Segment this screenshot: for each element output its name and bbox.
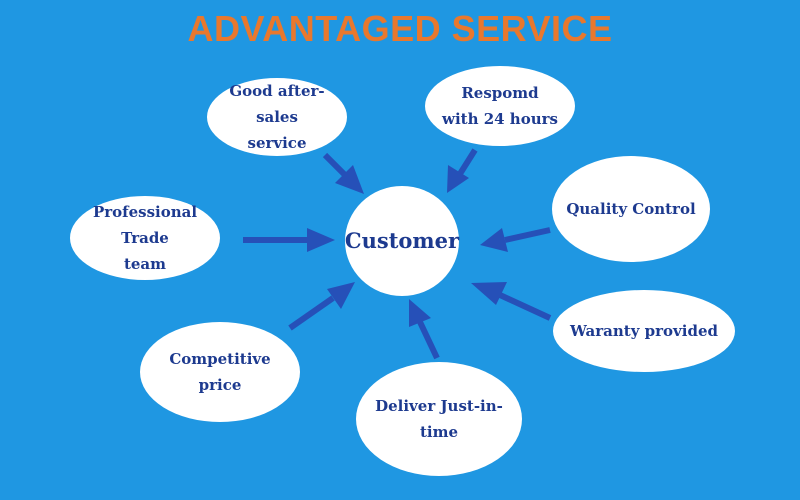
node-label: Quality Control <box>566 199 696 218</box>
arrow-respond <box>455 148 478 179</box>
node-quality-control: Quality Control <box>552 156 710 262</box>
arrowhead-professional <box>307 228 335 252</box>
node-after-sales: Good after-sales service <box>207 78 347 156</box>
arrow-warranty <box>498 292 552 321</box>
arrowhead-after-sales <box>335 165 364 194</box>
arrow-deliver <box>417 320 440 360</box>
node-label: Competitive price <box>169 349 271 394</box>
arrowhead-warranty <box>471 282 507 305</box>
node-label: Professional Trade team <box>92 202 198 274</box>
node-respond-24-hours: Respomd with 24 hours <box>425 66 575 146</box>
arrowhead-deliver <box>409 299 431 327</box>
node-label: Waranty provided <box>570 321 718 340</box>
node-warranty-provided: Waranty provided <box>553 290 735 372</box>
node-deliver-just-in-time: Deliver Just-in-time <box>356 362 522 476</box>
node-label: Respomd with 24 hours <box>442 83 558 128</box>
arrowhead-price <box>327 282 355 309</box>
node-label: Deliver Just-in-time <box>375 396 503 441</box>
node-professional-trade-team: Professional Trade team <box>70 196 220 280</box>
node-competitive-price: Competitive price <box>140 322 300 422</box>
arrow-price <box>288 295 335 331</box>
node-label: Good after-sales service <box>229 81 325 153</box>
arrow-quality <box>504 227 551 243</box>
center-node-label: Customer <box>344 227 460 253</box>
arrowhead-respond <box>447 165 469 193</box>
center-node-customer: Customer <box>345 186 459 296</box>
diagram-title: ADVANTAGED SERVICE <box>187 8 613 49</box>
arrowhead-quality <box>480 228 508 252</box>
